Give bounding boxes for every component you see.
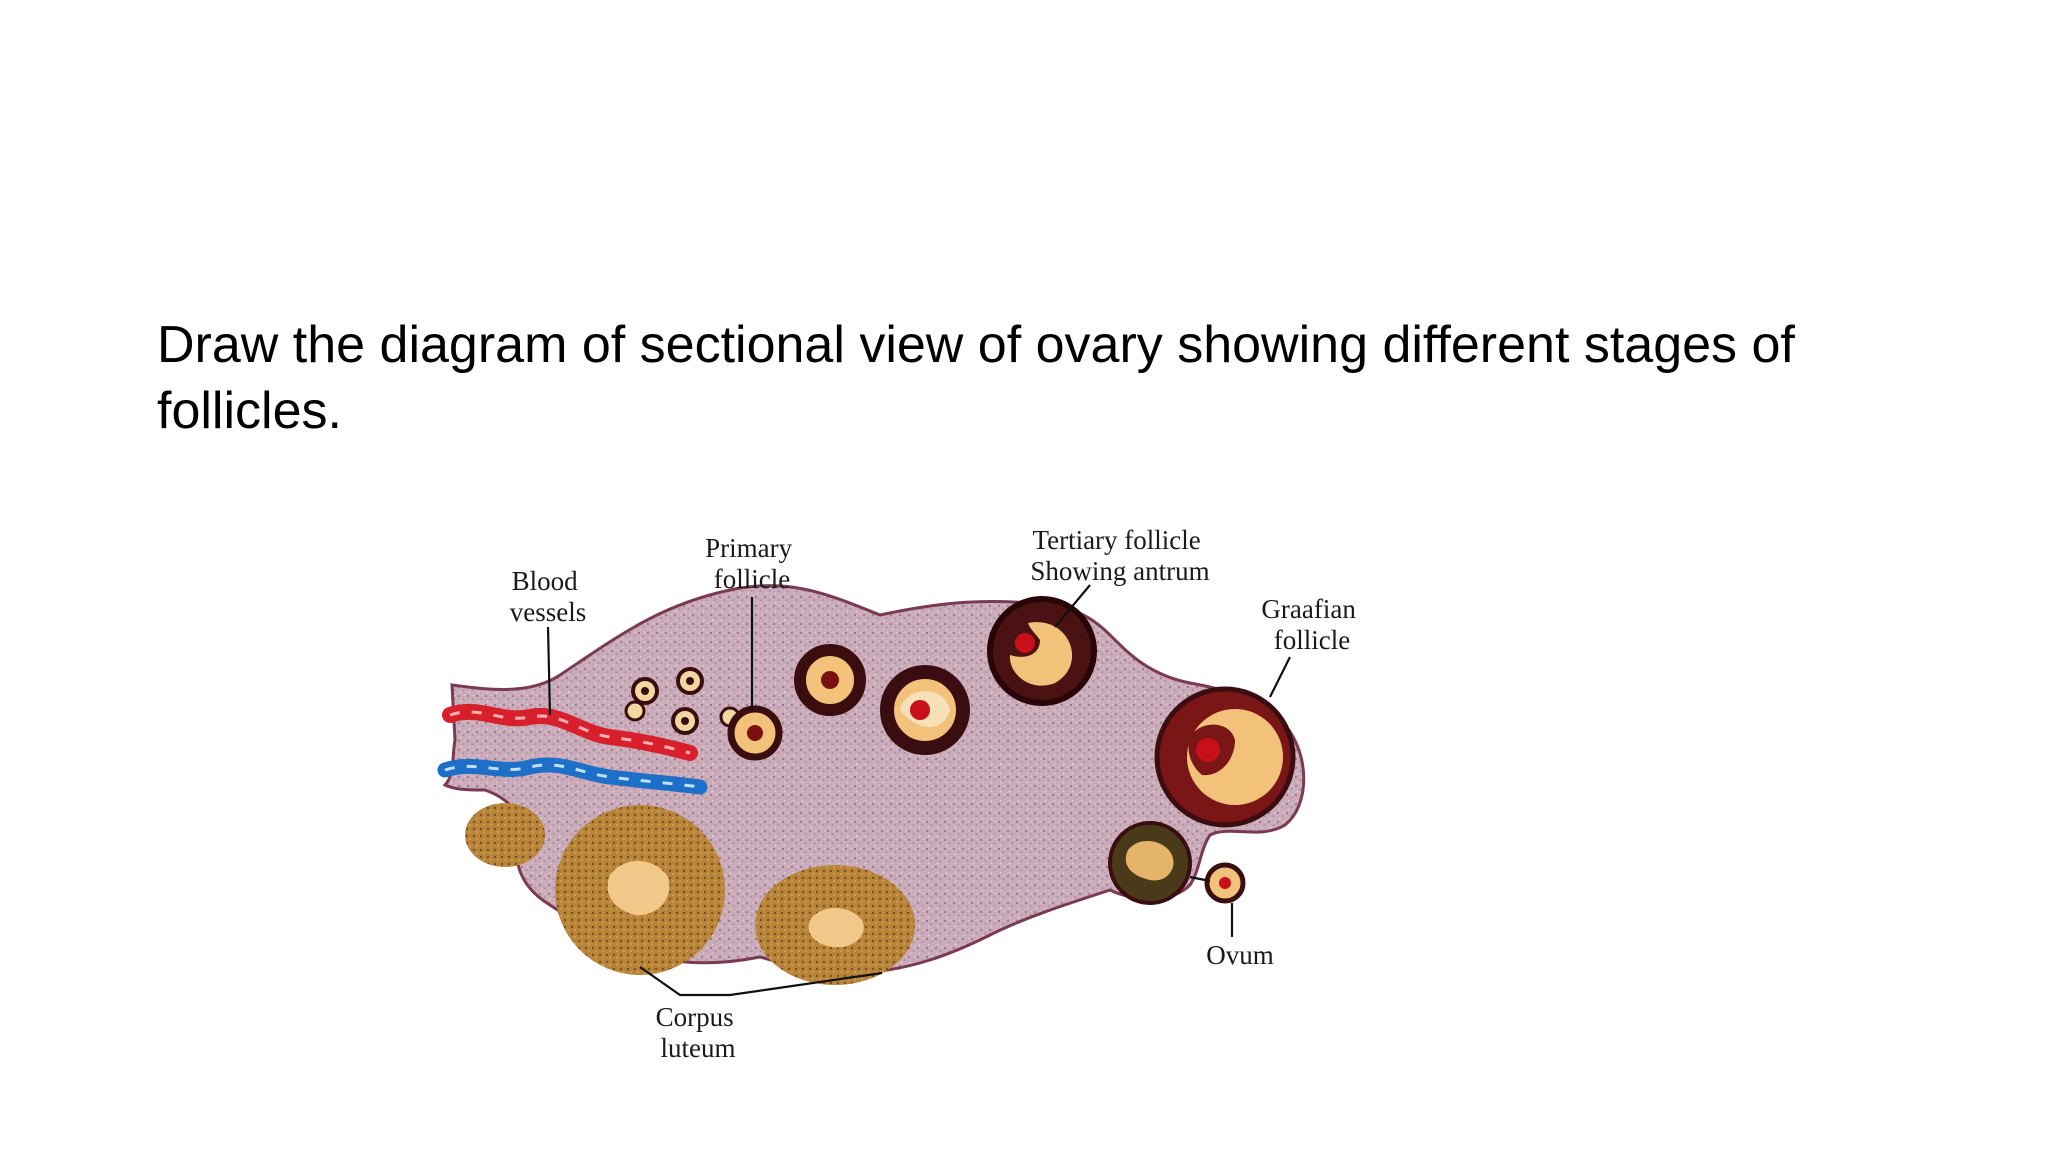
ovary-diagram: Blood vessels Primary follicle Tertiary … — [430, 505, 1410, 1085]
label-primary-follicle: Primary follicle — [705, 533, 799, 594]
leader-blood-vessels — [546, 626, 552, 716]
label-corpus-luteum: Corpus luteum — [656, 1002, 741, 1063]
leader-graafian-follicle — [1269, 656, 1291, 698]
leader-tertiary-follicle — [1054, 584, 1091, 628]
growing-follicle — [880, 665, 970, 755]
secondary-follicle — [794, 644, 866, 716]
tertiary-follicle — [987, 596, 1097, 706]
leader-corpus-luteum — [639, 966, 883, 997]
primordial-follicles — [624, 667, 741, 735]
label-ovum: Ovum — [1206, 940, 1274, 970]
graafian-follicle — [1154, 686, 1296, 828]
question-text: Draw the diagram of sectional view of ov… — [157, 316, 1795, 440]
ovum — [1204, 862, 1246, 904]
primary-follicle — [727, 705, 783, 761]
blood-vessels — [437, 703, 708, 795]
label-graafian-follicle: Graafian follicle — [1261, 594, 1362, 655]
label-tertiary-follicle: Tertiary follicle Showing antrum — [1030, 525, 1209, 586]
ovary-diagram-svg: Blood vessels Primary follicle Tertiary … — [437, 525, 1362, 1063]
corpus-luteum — [465, 803, 915, 985]
leader-ovum-arrow — [1189, 875, 1211, 883]
ruptured-follicle — [1108, 821, 1192, 905]
label-blood-vessels: Blood vessels — [510, 566, 587, 627]
